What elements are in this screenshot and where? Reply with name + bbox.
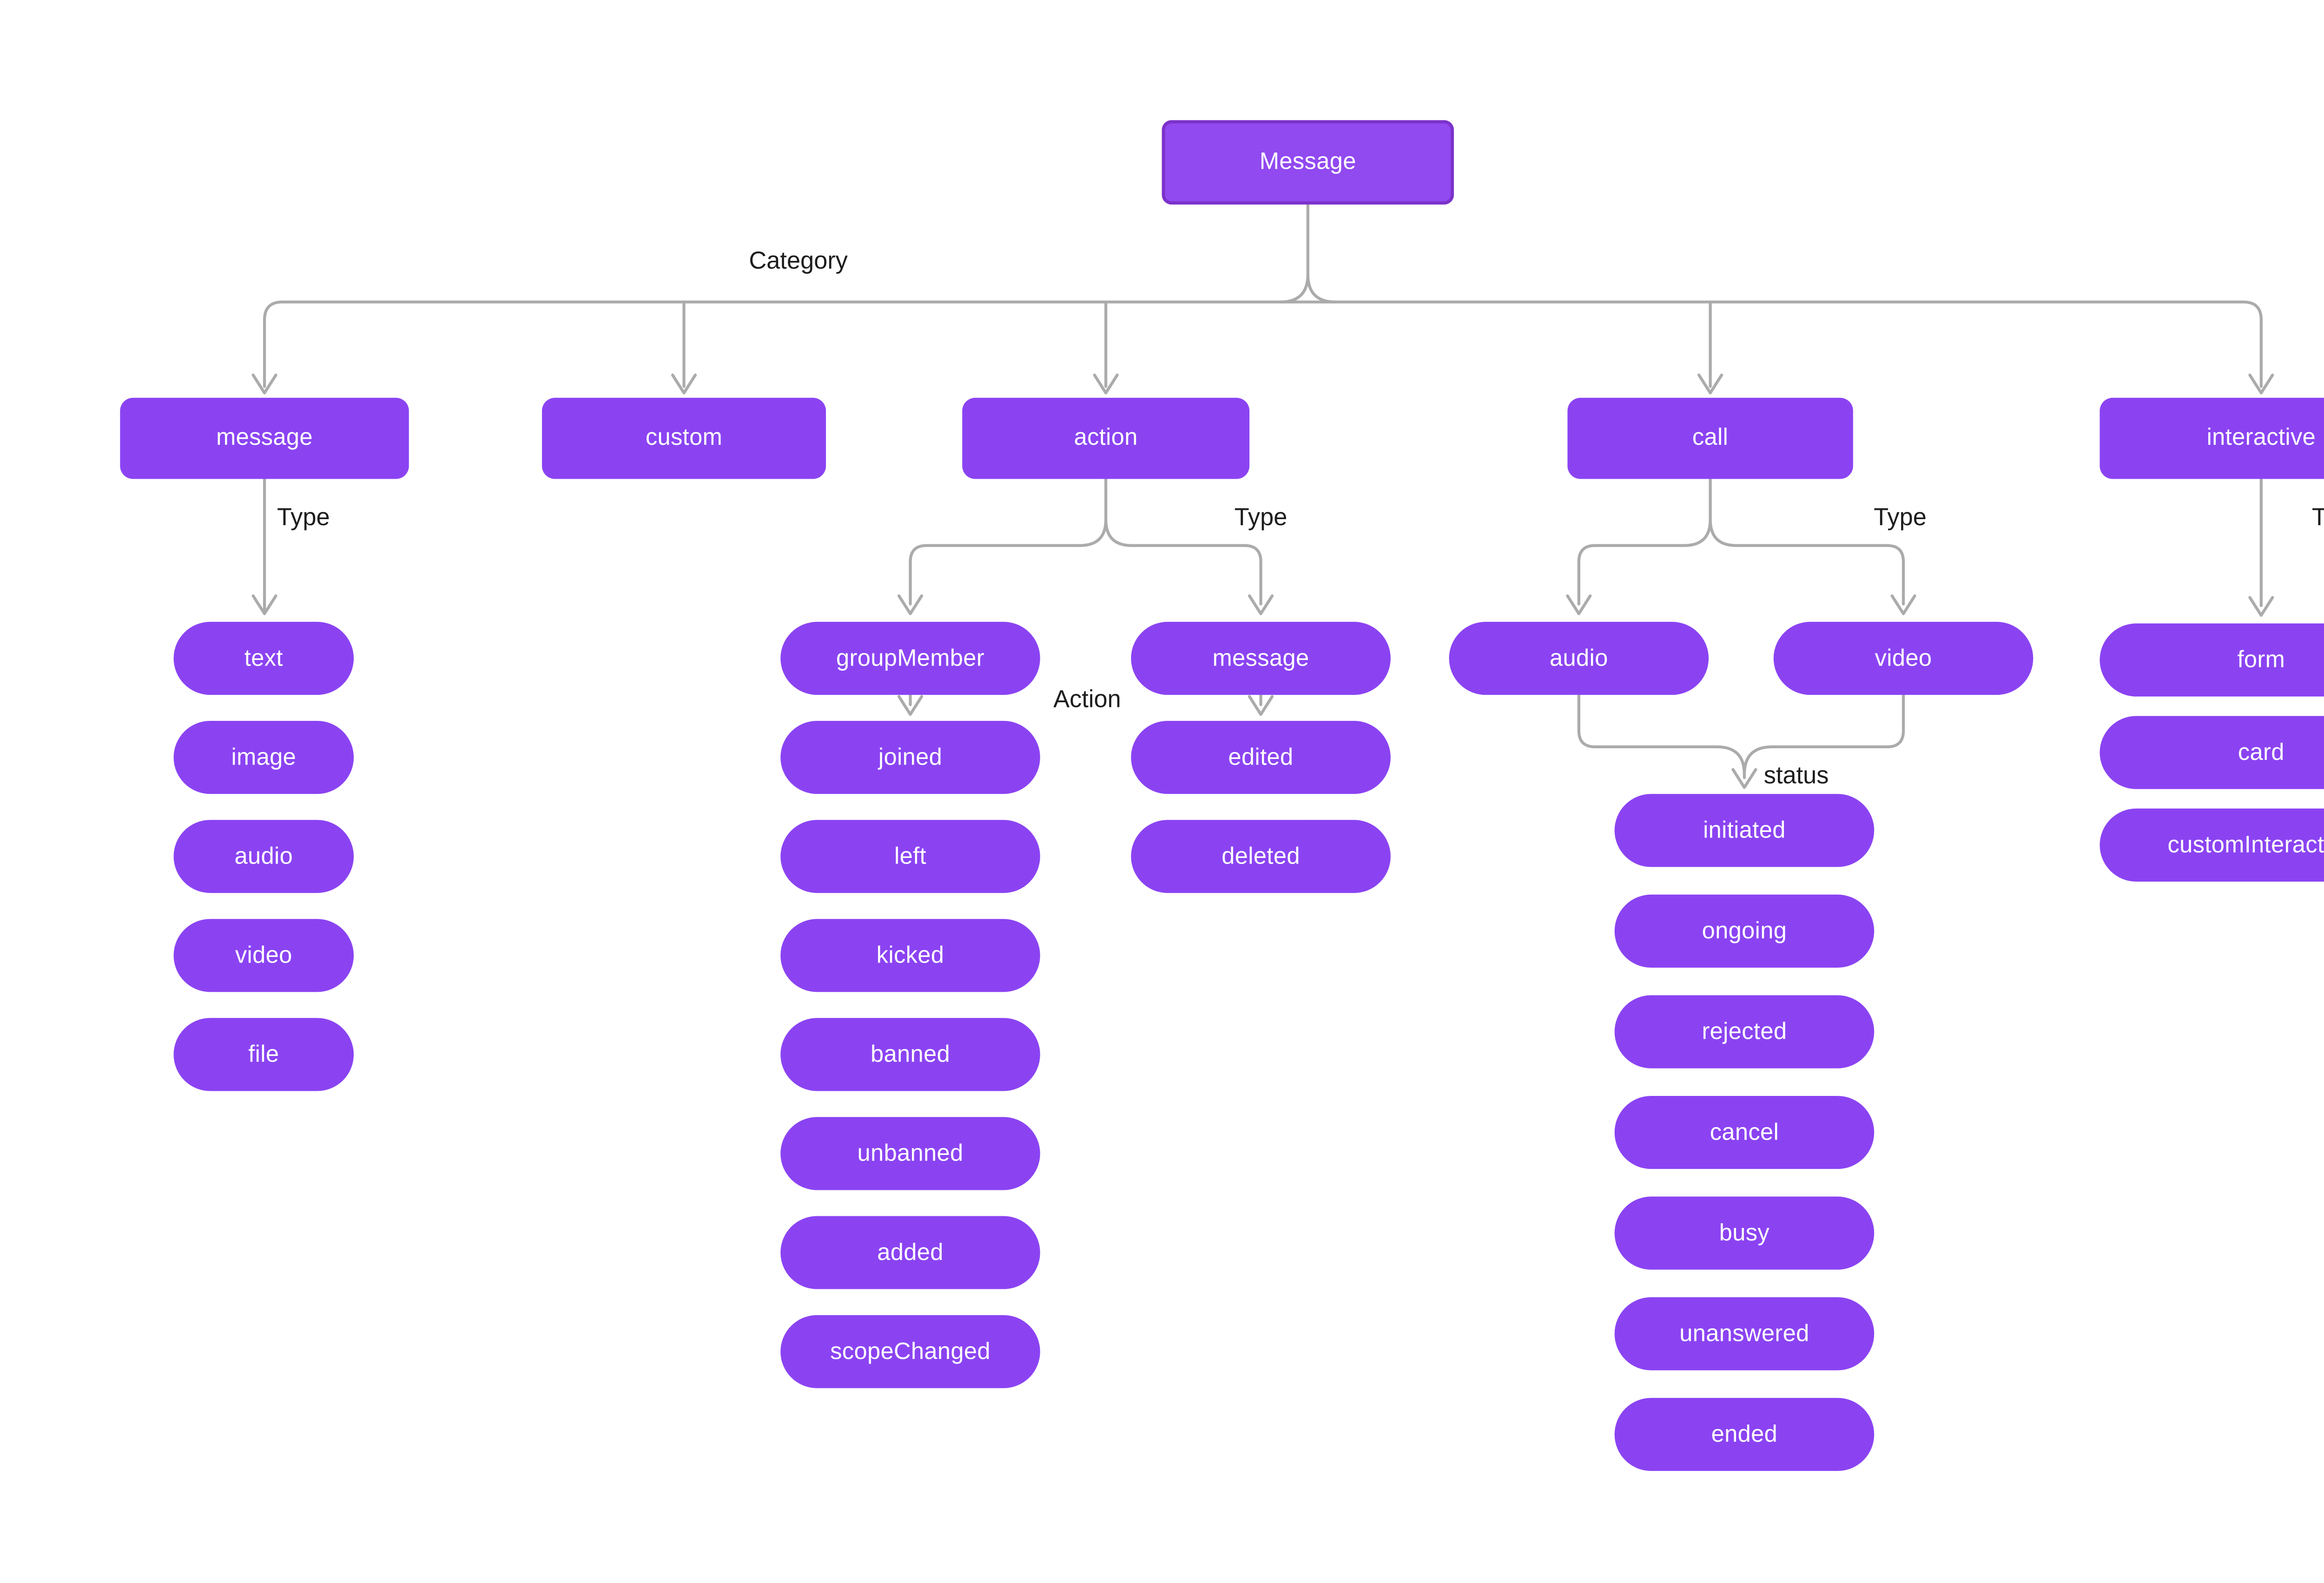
arrowhead-groupmember-action	[897, 695, 924, 716]
edge-category-rail	[263, 300, 2263, 388]
node-interactive-custominteractive: customInteractive	[2100, 808, 2324, 882]
edge-call-branch-video	[1735, 544, 1905, 606]
node-action-type-groupmember: groupMember	[780, 621, 1040, 695]
node-type-video: video	[173, 919, 354, 992]
edge-label-category: Category	[749, 247, 848, 276]
edge-label-action: Action	[1053, 686, 1121, 714]
node-status-cancel: cancel	[1614, 1095, 1875, 1169]
arrowhead-category-custom	[671, 373, 697, 395]
edge-audio-merge	[1577, 693, 1718, 749]
arrowhead-category-action	[1093, 373, 1119, 395]
node-action-joined: joined	[780, 721, 1040, 794]
node-type-text: text	[173, 621, 354, 695]
node-status-ended: ended	[1614, 1398, 1875, 1471]
edge-label-type-message: Type	[277, 504, 330, 532]
edge-label-type-call: Type	[1874, 504, 1927, 532]
arrowhead-interactive-type	[2248, 596, 2274, 617]
node-category-message: message	[120, 397, 409, 479]
arrowhead-action-message	[1248, 594, 1274, 615]
arrowhead-message-type	[251, 594, 277, 615]
node-call-type-audio: audio	[1449, 621, 1709, 695]
edge-merge-flare-right	[1743, 745, 1774, 776]
arrowhead-category-call	[1697, 373, 1723, 395]
edge-call-flare-left	[1683, 518, 1712, 547]
node-action-added: added	[780, 1216, 1040, 1289]
edge-label-type-action: Type	[1234, 504, 1287, 532]
arrowhead-category-interactive	[2248, 373, 2274, 395]
node-type-file: file	[173, 1018, 354, 1091]
edge-label-status: status	[1763, 762, 1829, 790]
edge-root-flare-left	[1279, 273, 1309, 303]
arrowhead-call-audio	[1566, 594, 1592, 615]
edge-call-flare-right	[1709, 518, 1738, 547]
node-action-scopechanged: scopeChanged	[780, 1315, 1040, 1388]
node-status-unanswered: unanswered	[1614, 1297, 1875, 1371]
edge-merge-flare-left	[1715, 745, 1746, 776]
edge-call-branch-audio	[1577, 544, 1686, 606]
node-status-ongoing: ongoing	[1614, 894, 1875, 968]
node-action-kicked: kicked	[780, 919, 1040, 992]
edge-action-branch-groupmember	[909, 544, 1082, 606]
edge-action-branch-message	[1130, 544, 1262, 606]
node-action-type-message: message	[1131, 621, 1391, 695]
node-root-message: Message	[1162, 120, 1454, 205]
edge-video-merge	[1770, 693, 1905, 749]
arrowhead-call-video	[1890, 594, 1916, 615]
node-call-type-video: video	[1773, 621, 2034, 695]
node-action-unbanned: unbanned	[780, 1117, 1040, 1190]
node-type-image: image	[173, 721, 354, 794]
node-category-call: call	[1567, 397, 1853, 479]
edge-label-type-interactive: Type	[2312, 504, 2324, 532]
edge-action-flare-right	[1104, 518, 1134, 547]
arrowhead-action-groupmember	[897, 594, 924, 615]
arrowhead-category-message	[251, 373, 277, 395]
node-status-initiated: initiated	[1614, 794, 1875, 867]
node-action-deleted: deleted	[1131, 820, 1391, 893]
edge-action-flare-left	[1078, 518, 1108, 547]
node-type-audio: audio	[173, 820, 354, 893]
node-status-rejected: rejected	[1614, 995, 1875, 1069]
node-category-action: action	[962, 397, 1250, 479]
node-status-busy: busy	[1614, 1196, 1875, 1270]
arrowhead-call-status	[1731, 768, 1757, 789]
arrowhead-message-action	[1248, 695, 1274, 716]
node-category-custom: custom	[542, 397, 826, 479]
node-action-left: left	[780, 820, 1040, 893]
node-action-edited: edited	[1131, 721, 1391, 794]
node-category-interactive: interactive	[2100, 397, 2324, 479]
edge-root-flare-right	[1306, 273, 1337, 303]
node-interactive-card: card	[2100, 716, 2324, 789]
node-interactive-form: form	[2100, 623, 2324, 697]
node-action-banned: banned	[780, 1018, 1040, 1091]
